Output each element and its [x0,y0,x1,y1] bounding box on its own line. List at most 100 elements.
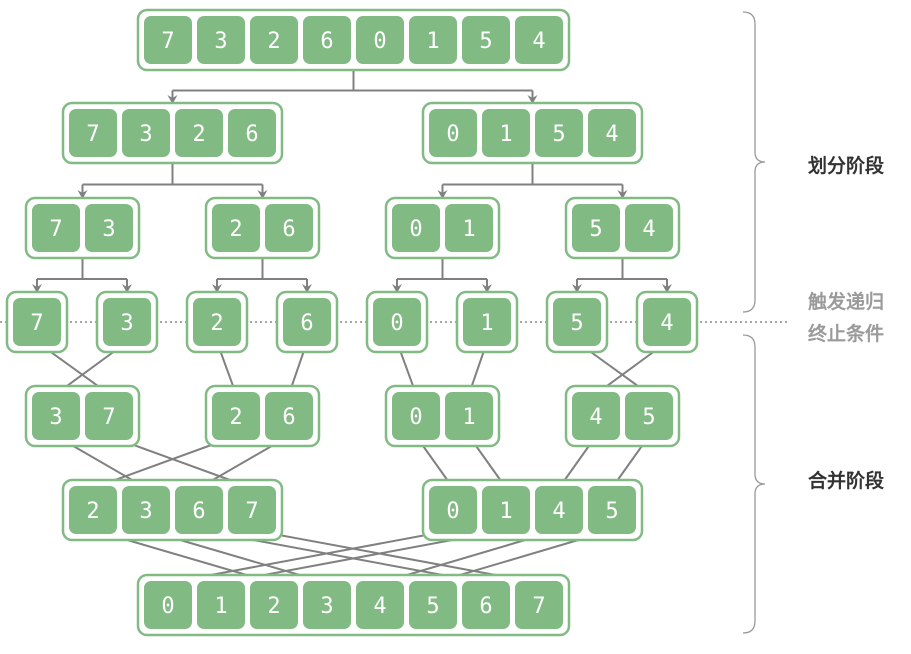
cell-value: 2 [267,29,280,54]
array-cell [69,486,117,534]
cell-value: 3 [214,29,227,54]
array-cell [303,16,351,64]
array-cell [122,486,170,534]
cell-value: 5 [605,499,618,524]
cell-value: 0 [373,29,386,54]
array-cell [643,298,691,346]
array-cell [122,109,170,157]
array-cell [392,392,440,440]
cell-value: 4 [589,405,602,430]
cell-value: 6 [192,499,205,524]
cell-value: 2 [210,311,223,336]
array-cell [144,581,192,629]
array-cell [625,392,673,440]
cell-value: 5 [570,311,583,336]
cell-value: 6 [282,405,295,430]
cell-value: 4 [552,499,565,524]
cell-value: 6 [479,594,492,619]
array-cell [356,581,404,629]
array-group: 7 [5,290,69,354]
divide-phase-brace [742,11,766,313]
cell-value: 2 [86,499,99,524]
cell-value: 7 [161,29,174,54]
array-cell [445,392,493,440]
array-cell [85,392,133,440]
cell-value: 1 [462,217,475,242]
cell-value: 7 [49,217,62,242]
array-cell [197,16,245,64]
cell-value: 0 [409,405,422,430]
array-cell [625,204,673,252]
array-group: 4 [635,290,699,354]
array-cell [535,486,583,534]
array-cell [32,204,80,252]
array-cell [445,204,493,252]
array-cell [250,581,298,629]
merge-phase-label: 合并阶段 [808,470,885,492]
cell-value: 1 [480,311,493,336]
array-cell [515,16,563,64]
cell-value: 2 [192,122,205,147]
cell-value: 3 [139,499,152,524]
array-cell [250,16,298,64]
array-outline [421,478,644,542]
cell-value: 4 [660,311,673,336]
array-cell [69,109,117,157]
cell-value: 0 [446,499,459,524]
array-cell [13,298,61,346]
cell-value: 3 [120,311,133,336]
array-group: 6 [275,290,339,354]
array-cell [303,581,351,629]
array-cell [462,16,510,64]
cell-value: 4 [642,217,655,242]
cell-value: 5 [426,594,439,619]
array-cell [462,581,510,629]
array-outline [61,478,284,542]
cell-value: 7 [30,311,43,336]
array-outline [61,101,284,165]
termination-label: 触发递归 终止条件 [808,286,884,350]
cell-value: 5 [642,405,655,430]
array-cell [356,16,404,64]
array-cell [283,298,331,346]
cell-value: 3 [102,217,115,242]
array-cell [103,298,151,346]
termination-label-line1: 触发递归 [808,291,885,313]
array-cell [409,16,457,64]
cell-value: 1 [462,405,475,430]
cell-value: 0 [409,217,422,242]
cell-value: 2 [229,405,242,430]
array-outline [421,101,644,165]
cell-value: 1 [214,594,227,619]
cell-value: 4 [373,594,386,619]
cell-value: 4 [532,29,545,54]
cell-value: 5 [589,217,602,242]
cell-value: 3 [139,122,152,147]
cell-value: 5 [479,29,492,54]
array-group: 1 [455,290,519,354]
array-cell [482,486,530,534]
cell-value: 1 [426,29,439,54]
cell-value: 6 [300,311,313,336]
array-cell [265,204,313,252]
cell-value: 6 [245,122,258,147]
array-cell [553,298,601,346]
array-cell [463,298,511,346]
cell-value: 0 [390,311,403,336]
array-cell [482,109,530,157]
cell-value: 6 [320,29,333,54]
array-group: 3 [95,290,159,354]
array-outline [136,573,571,637]
cell-value: 4 [605,122,618,147]
array-group: 2 [185,290,249,354]
cell-value: 2 [229,217,242,242]
